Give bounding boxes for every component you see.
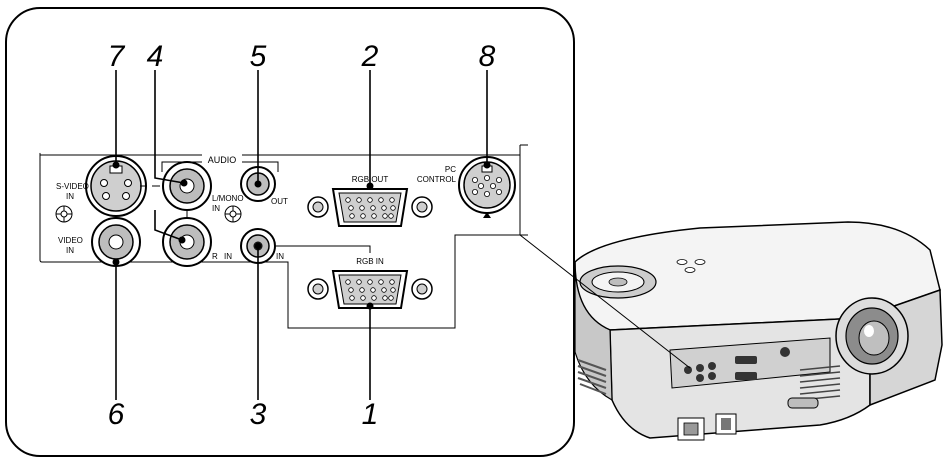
screw-icon — [224, 205, 242, 223]
panel-outline — [39, 152, 520, 329]
callout-4: 4 — [147, 40, 164, 73]
audio-out-label: OUT — [271, 197, 288, 206]
video-in-label: IN — [66, 246, 74, 255]
s-video-label: S-VIDEO — [56, 182, 89, 191]
callout-dots — [112, 161, 491, 310]
audio-in-label: IN — [224, 252, 232, 261]
pc-control-port — [458, 156, 516, 214]
rgb-out-port — [307, 188, 433, 227]
l-mono-label: L/MONO — [212, 194, 244, 203]
zoom-frame — [5, 7, 575, 457]
callout-7: 7 — [108, 40, 126, 73]
zoom-pointer-line — [519, 234, 691, 369]
audio-r-in-port — [162, 217, 212, 267]
panel-edge-right — [519, 144, 528, 236]
rgb-in-line-label: IN — [276, 252, 284, 261]
callout-8: 8 — [479, 40, 496, 73]
video-label: VIDEO — [58, 236, 83, 245]
rgb-in-port — [307, 270, 433, 309]
screw-icon — [55, 205, 73, 223]
callout-1: 1 — [362, 398, 379, 431]
audio-label: AUDIO — [208, 155, 237, 165]
callout-5: 5 — [250, 40, 267, 73]
projector-illustration — [574, 221, 943, 441]
leader-lines — [115, 70, 488, 400]
callout-3: 3 — [250, 398, 267, 431]
l-mono-in-label: IN — [212, 204, 220, 213]
s-video-in-label: IN — [66, 192, 74, 201]
callout-2: 2 — [361, 40, 379, 73]
rgb-in-label: RGB IN — [356, 257, 384, 266]
control-label: CONTROL — [417, 175, 457, 184]
callout-6: 6 — [108, 398, 125, 431]
pc-label: PC — [445, 165, 456, 174]
audio-l-mono-in-port — [162, 161, 212, 211]
video-in-port — [91, 217, 141, 267]
r-label: R — [212, 252, 218, 261]
